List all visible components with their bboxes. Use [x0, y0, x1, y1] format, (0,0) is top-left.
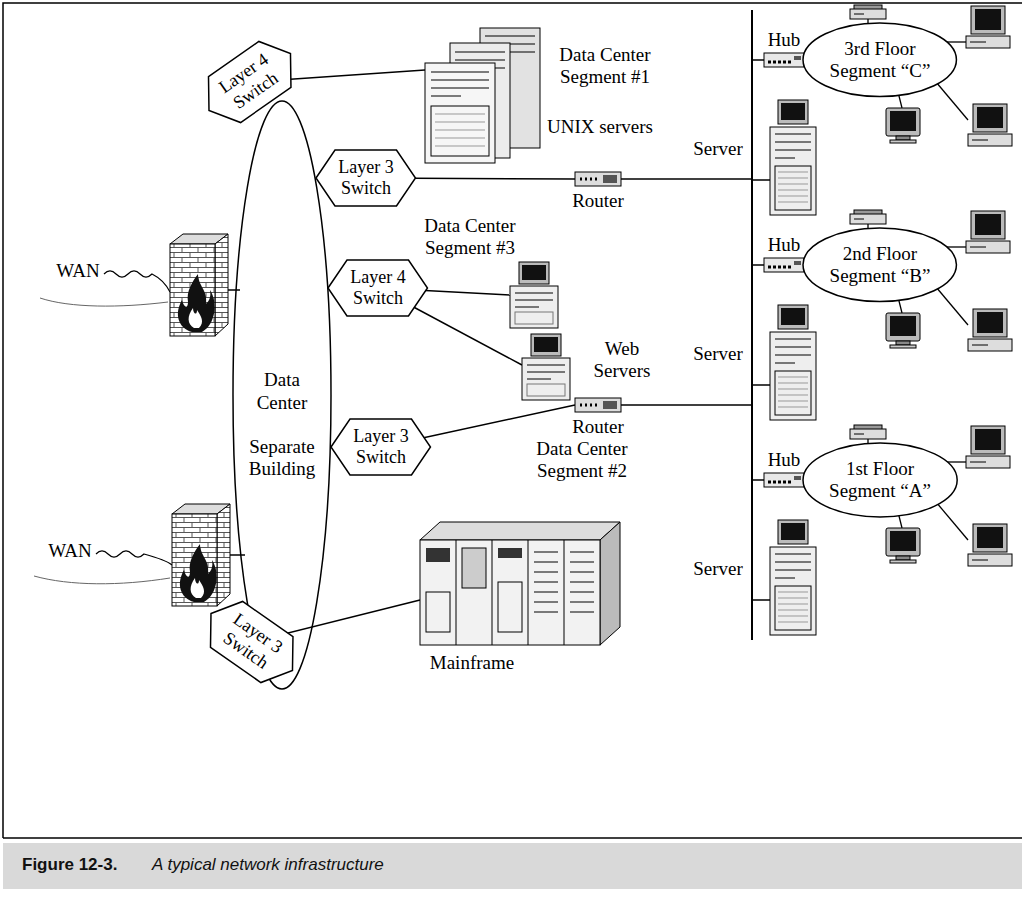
layer3-switch: Layer 3 Switch [330, 418, 431, 476]
node-text: Data Center [242, 369, 322, 414]
web-server [522, 334, 570, 400]
wan-label: WAN [40, 540, 100, 562]
floor-segment: 1st Floor Segment “A” [802, 442, 958, 518]
frame-line [3, 837, 1022, 839]
hub-label: Hub [759, 29, 809, 51]
segment-label: Data Center Segment #3 [414, 215, 526, 260]
hub-label: Hub [759, 234, 809, 256]
server-group-label: UNIX servers [535, 116, 665, 138]
frame-line [3, 3, 1022, 838]
mainframe [420, 522, 620, 645]
floor-equipment [752, 210, 1012, 420]
wan-label: WAN [48, 260, 108, 282]
figure-caption: A typical network infrastructure [152, 855, 384, 875]
floor-equipment [752, 5, 1012, 215]
server-label: Server [690, 343, 746, 365]
caption-band [3, 843, 1022, 889]
floor-equipment [752, 425, 1012, 635]
unix-servers [425, 28, 540, 163]
hexagon-shape [195, 591, 309, 694]
wire [621, 404, 752, 406]
hexagon-shape [328, 260, 427, 316]
wan-cloud [34, 576, 170, 584]
segment-label: Data Center Segment #1 [549, 44, 661, 89]
layer3-switch: Layer 3 Switch [315, 149, 416, 207]
wire [228, 289, 240, 291]
firewall [170, 234, 228, 336]
hexagon-shape [193, 31, 307, 134]
server-group-label: Web Servers [582, 338, 662, 383]
router-label: Router [562, 190, 634, 212]
backbone [751, 10, 753, 640]
router [575, 172, 621, 186]
layer4-switch: Layer 4 Switch [192, 29, 308, 135]
building-ellipse: Data CenterSeparate Building [232, 100, 332, 690]
node-text: 2nd Floor Segment “B” [824, 243, 936, 288]
layer4-switch: Layer 4 Switch [327, 259, 428, 317]
node-text: Layer 4 Switch [345, 267, 411, 309]
web-server [510, 262, 558, 328]
wan-link [96, 551, 172, 565]
router [575, 398, 621, 412]
node-text: Separate Building [242, 436, 322, 481]
ellipse-shape [803, 443, 957, 517]
node-text: Layer 3 Switch [348, 426, 414, 468]
server-label: Server [690, 558, 746, 580]
node-text: 1st Floor Segment “A” [824, 458, 936, 503]
wire [230, 554, 245, 556]
hub-label: Hub [759, 449, 809, 471]
ellipse-shape [233, 101, 331, 689]
server-label: Server [690, 138, 746, 160]
node-text: Layer 3 Switch [333, 157, 399, 199]
firewall [172, 504, 230, 606]
wire [621, 178, 752, 180]
hexagon-shape [316, 150, 415, 206]
ellipse-shape [803, 23, 956, 97]
router-label: Router [562, 416, 634, 438]
segment-label: Data Center Segment #2 [526, 438, 638, 483]
floor-segment: 3rd Floor Segment “C” [802, 22, 957, 98]
ellipse-shape [803, 228, 956, 302]
hexagon-shape [331, 419, 430, 475]
figure-number: Figure 12-3. [22, 855, 152, 875]
wan-cloud [40, 298, 168, 306]
floor-segment: 2nd Floor Segment “B” [802, 227, 957, 303]
node-text: 3rd Floor Segment “C” [824, 38, 936, 83]
mainframe-label: Mainframe [412, 652, 532, 674]
wan-link [104, 271, 170, 292]
